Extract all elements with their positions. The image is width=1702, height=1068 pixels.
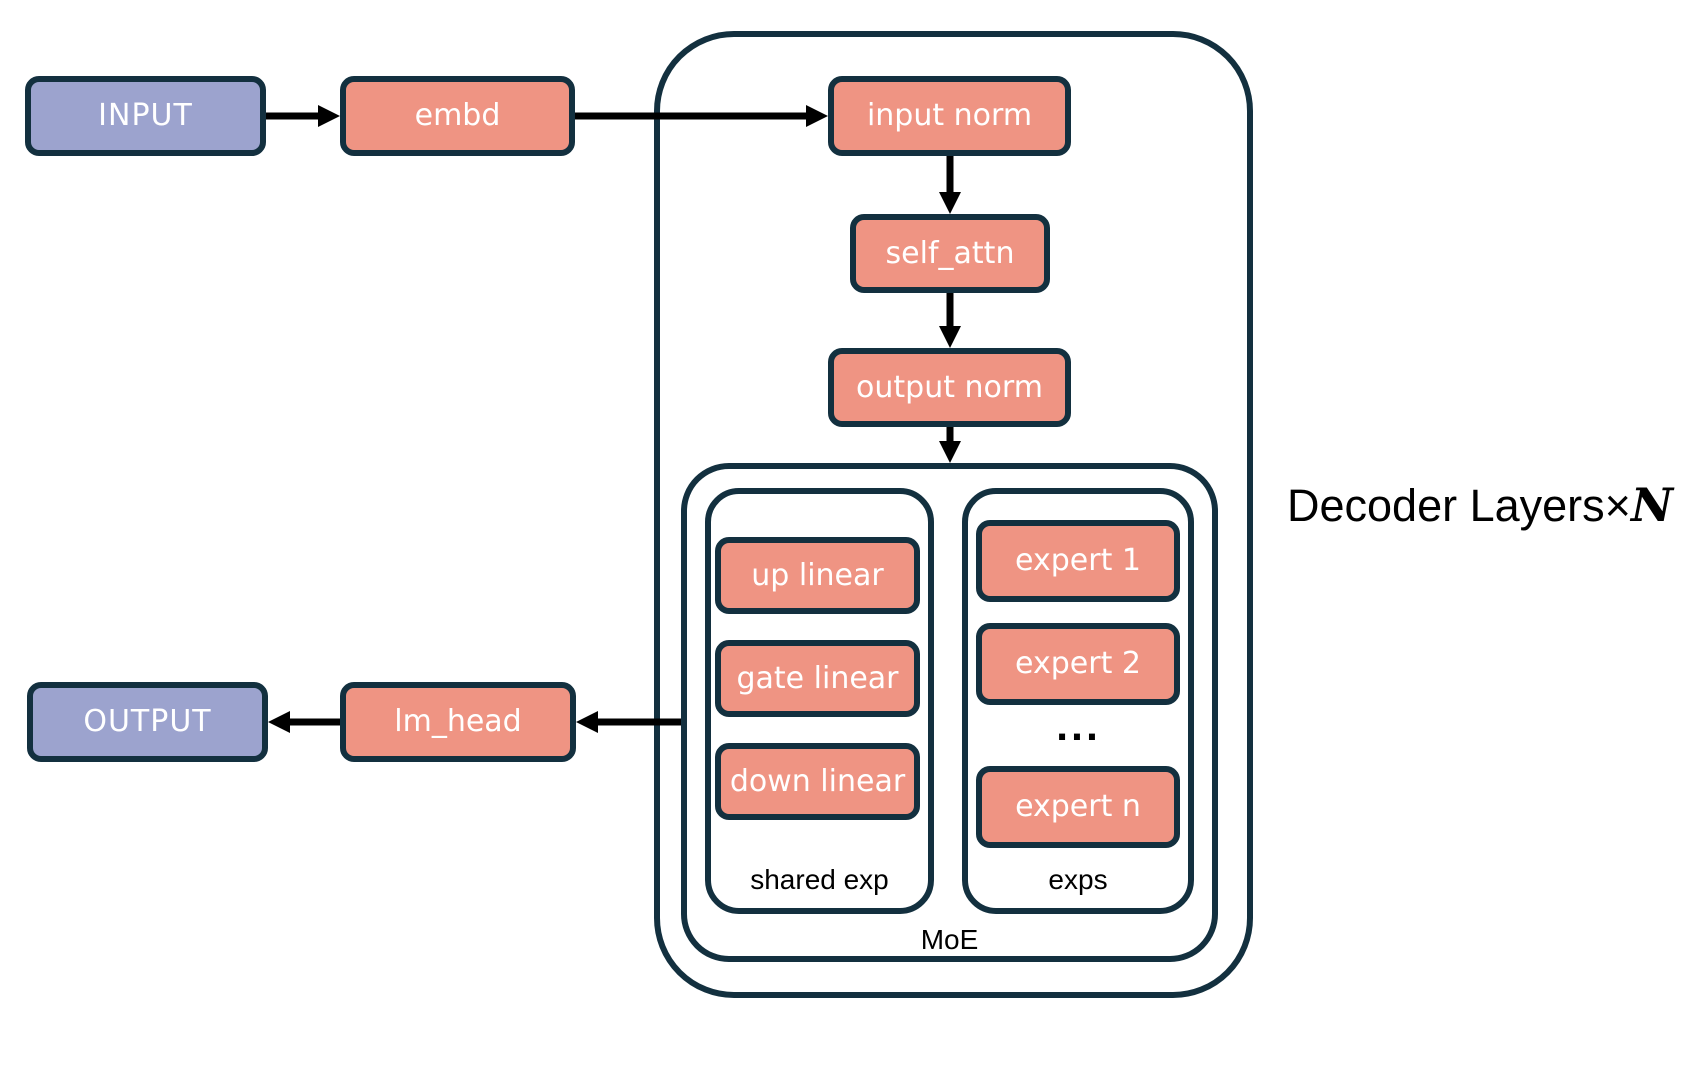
moe-label: MoE xyxy=(920,924,979,955)
gate-linear-node: gate linear xyxy=(715,640,920,717)
exps-container xyxy=(962,488,1194,914)
input-norm-node: input norm xyxy=(828,76,1071,156)
exps-label: exps xyxy=(1048,864,1108,895)
decoder-layers-annotation: Decoder Layers×N xyxy=(1287,482,1673,528)
decoder-layers-n: N xyxy=(1630,478,1673,532)
expert-n-node: expert n xyxy=(976,766,1180,848)
lm-head-node: lm_head xyxy=(340,682,576,762)
up-linear-node: up linear xyxy=(715,537,920,614)
shared-exp-container xyxy=(705,488,934,914)
shared-exp-label: shared exp xyxy=(750,864,889,895)
experts-ellipsis: ... xyxy=(1055,709,1101,749)
self-attn-node: self_attn xyxy=(850,214,1050,293)
decoder-layers-container xyxy=(654,31,1253,998)
output-node: OUTPUT xyxy=(27,682,268,762)
arrow-input-to-embd xyxy=(266,105,340,127)
arrow-lm-head-to-output xyxy=(268,711,340,733)
down-linear-node: down linear xyxy=(715,743,920,820)
embd-node: embd xyxy=(340,76,575,156)
input-node: INPUT xyxy=(25,76,266,156)
moe-container xyxy=(681,463,1218,962)
expert-2-node: expert 2 xyxy=(976,623,1180,705)
expert-1-node: expert 1 xyxy=(976,520,1180,602)
decoder-layers-text: Decoder Layers× xyxy=(1287,480,1631,531)
output-norm-node: output norm xyxy=(828,348,1071,427)
